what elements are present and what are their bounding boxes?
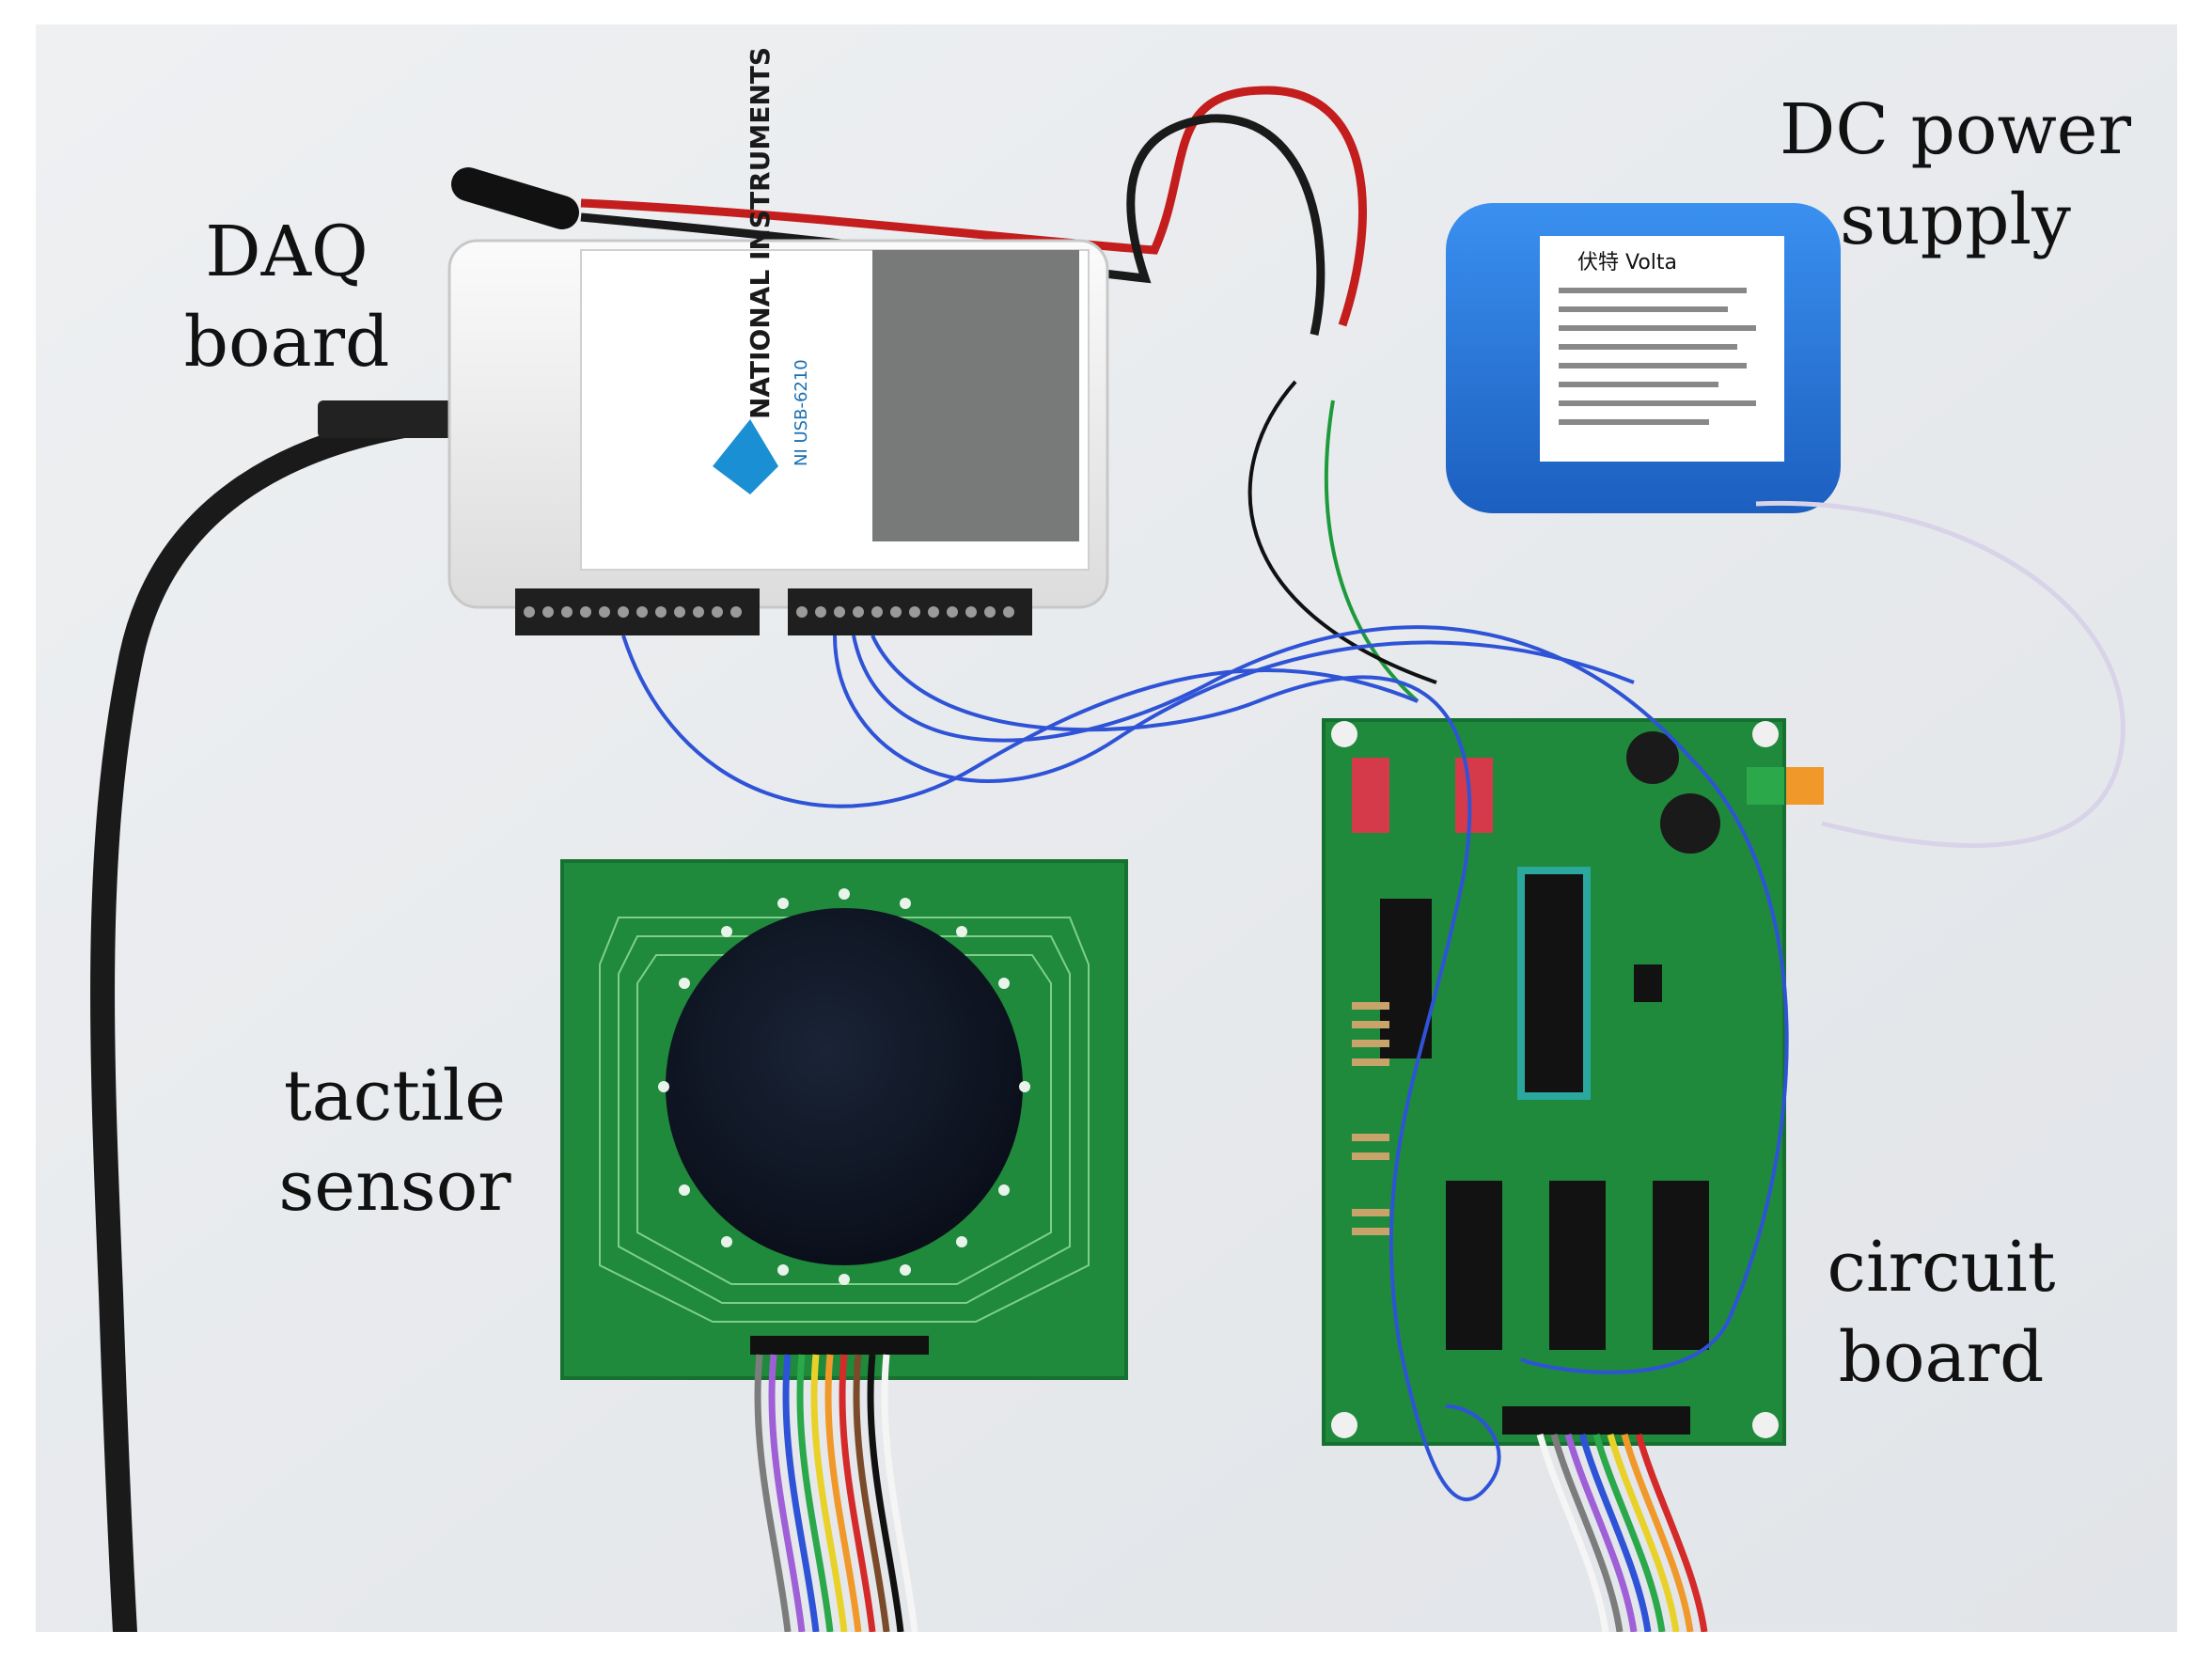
battery-wire-white bbox=[1755, 500, 2126, 848]
circuit-board bbox=[1322, 718, 1824, 1446]
usb-cable bbox=[90, 407, 462, 1632]
dc-jack bbox=[451, 167, 579, 229]
label-tactile-line2: sensor bbox=[278, 1146, 511, 1227]
battery-brand-text: 伏特 Volta bbox=[1577, 251, 1677, 274]
daq-board: NATIONAL INSTRUMENTS NI USB-6210 bbox=[447, 47, 1109, 635]
label-daq-line1: DAQ bbox=[205, 212, 369, 292]
label-daq-line2: board bbox=[183, 302, 390, 383]
label-circuit-line1: circuit bbox=[1827, 1227, 2056, 1308]
label-circuit-line2: board bbox=[1838, 1317, 2045, 1398]
label-tactile-sensor: tactile sensor bbox=[254, 1051, 536, 1231]
ni-brand-text: NATIONAL INSTRUMENTS bbox=[745, 47, 776, 419]
blue-signal-wires bbox=[621, 625, 1789, 1501]
label-daq-board: DAQ board bbox=[141, 207, 432, 387]
photo-scene: NATIONAL INSTRUMENTS NI USB-6210 伏特 Volt… bbox=[36, 24, 2177, 1632]
battery-wire-green bbox=[1324, 400, 1420, 703]
label-dc-line2: supply bbox=[1840, 180, 2071, 260]
label-dc-power-supply: DC power supply bbox=[1739, 85, 2172, 265]
tactile-sensor bbox=[560, 859, 1128, 1380]
ribbon-cable-sensor bbox=[754, 1354, 918, 1632]
label-circuit-board: circuit board bbox=[1786, 1222, 2096, 1403]
label-dc-line1: DC power bbox=[1780, 89, 2131, 170]
power-wire-red bbox=[580, 86, 1367, 327]
dc-power-supply: 伏特 Volta bbox=[1446, 203, 1841, 513]
ni-model-text: NI USB-6210 bbox=[792, 359, 811, 466]
label-tactile-line1: tactile bbox=[283, 1056, 507, 1137]
usb-plug bbox=[318, 400, 459, 438]
ribbon-cable-circuit bbox=[1536, 1434, 1708, 1632]
